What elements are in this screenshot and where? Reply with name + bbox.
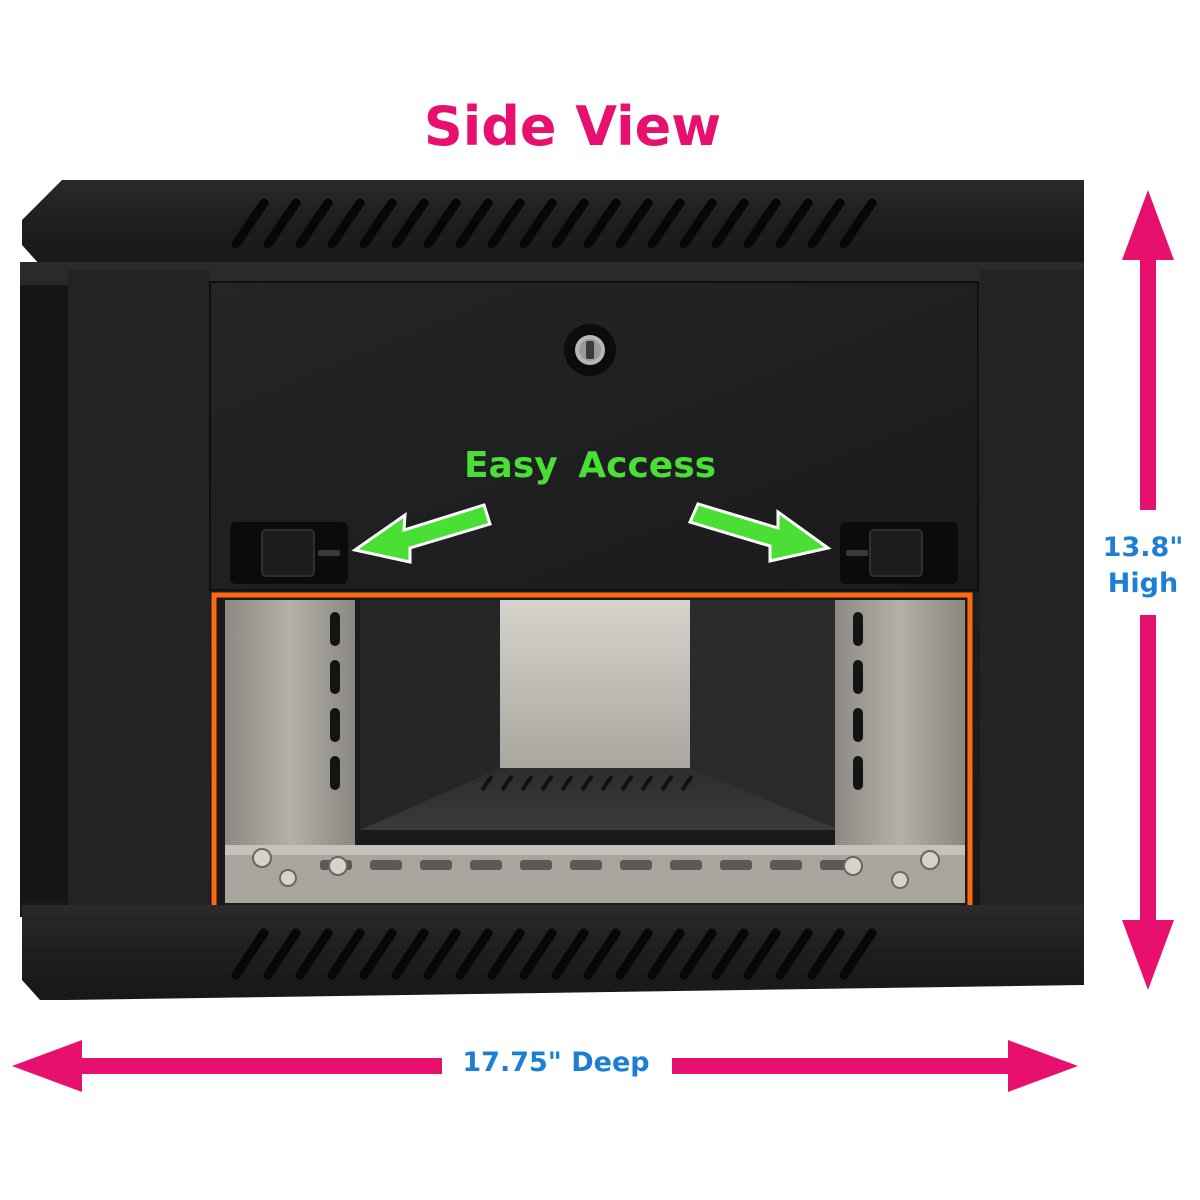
easy-access-right-arrow-icon (687, 502, 832, 563)
page-title: Side View (423, 95, 722, 158)
floor-vent-slots (480, 774, 694, 792)
left-latch (230, 522, 348, 584)
key-lock-icon (564, 324, 616, 376)
height-dimension-label: 13.8" High (1086, 530, 1200, 603)
bottom-vent-slots (231, 928, 877, 980)
rail-screws (252, 848, 940, 889)
cabinet-top-cap (22, 180, 1084, 265)
cabinet-interior (215, 595, 971, 908)
height-value: 13.8" (1102, 532, 1184, 563)
top-vent-slots (231, 198, 877, 249)
depth-dimension-arrow-icon (12, 1040, 1078, 1092)
height-word: High (1107, 568, 1179, 600)
cabinet-bottom-cap (22, 905, 1084, 1000)
easy-access-label: Easy Access (463, 445, 717, 486)
height-dimension-arrow-icon (1122, 190, 1174, 990)
right-latch (840, 522, 958, 584)
easy-access-left-arrow-icon (351, 503, 492, 564)
depth-dimension-label: 17.75" Deep (462, 1047, 650, 1078)
